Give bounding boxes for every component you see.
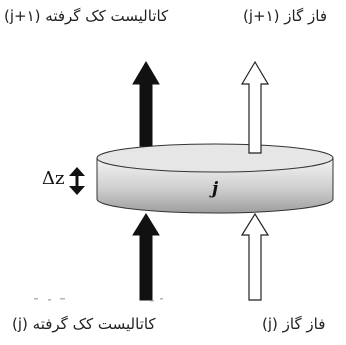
disk-top [96, 143, 334, 173]
top-solid-arrow [132, 61, 160, 147]
text-artifact [34, 298, 163, 302]
catalyst-disk: j [96, 143, 334, 214]
bottom-right-label-gas-phase: فاز گاز (j) [262, 315, 326, 333]
bottom-hollow-arrow [240, 212, 270, 301]
disk-side [96, 157, 334, 214]
disk-index-label: j [209, 179, 219, 199]
delta-z-label: Δz [42, 168, 64, 189]
top-hollow-arrow [240, 60, 270, 154]
bottom-solid-arrow [132, 213, 160, 301]
top-left-label-coked-catalyst-next: کاتالیست کک گرفته (j+۱) [4, 7, 169, 25]
height-double-arrow [69, 167, 85, 195]
bottom-left-label-coked-catalyst: کاتالیست کک گرفته (j) [12, 315, 156, 333]
top-right-label-gas-phase-next: فاز گاز (j+۱) [243, 7, 327, 25]
